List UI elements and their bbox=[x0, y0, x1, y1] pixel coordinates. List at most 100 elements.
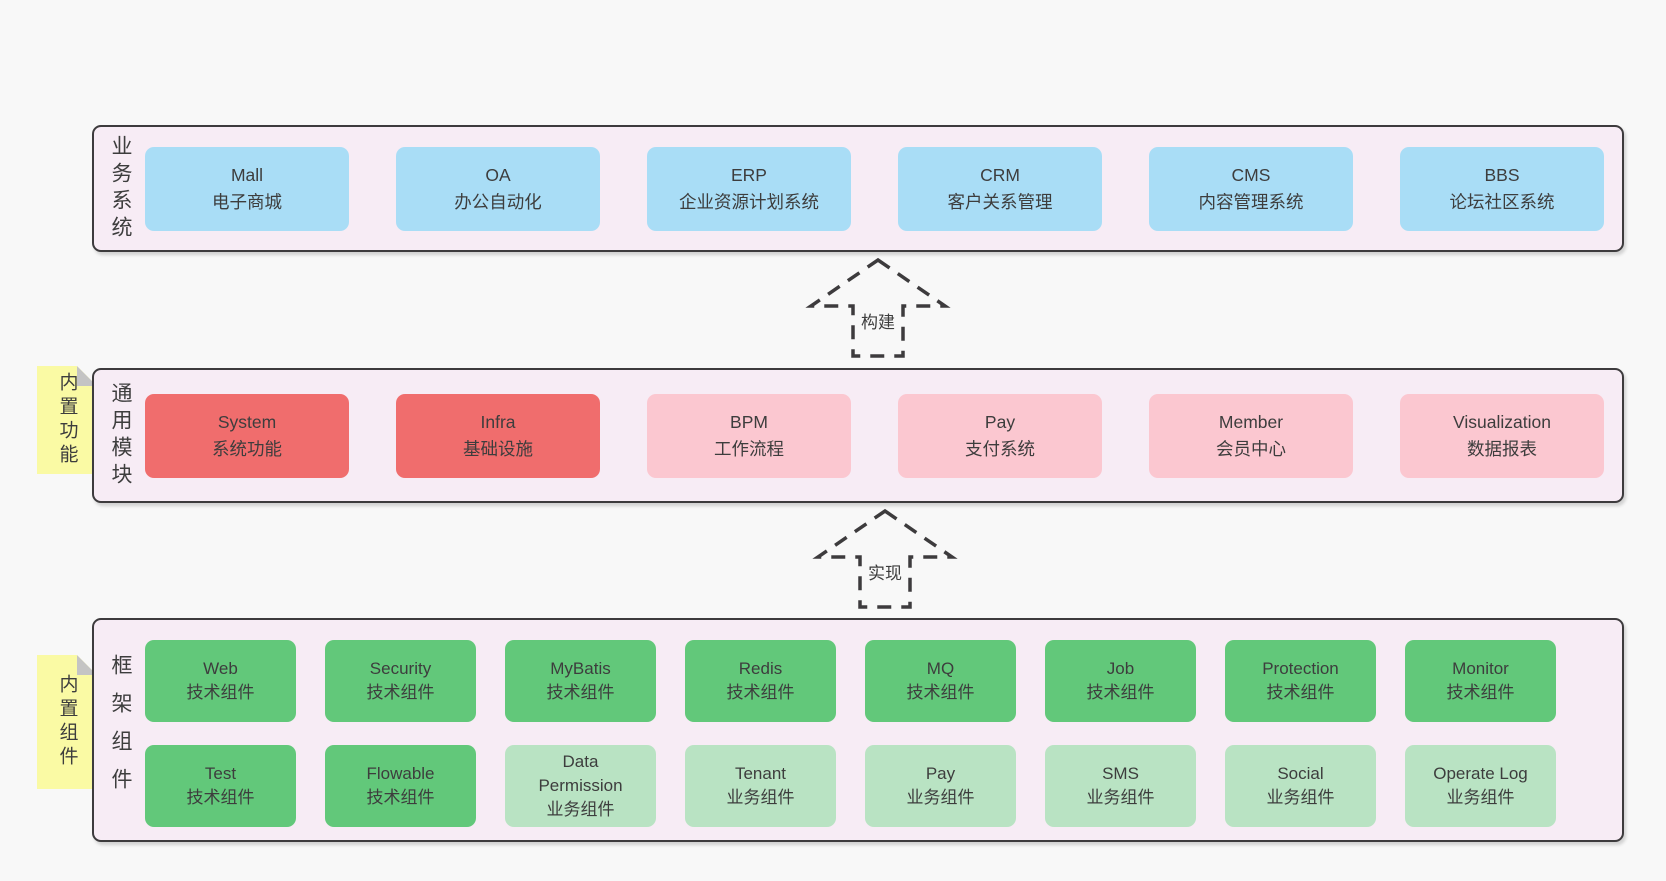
box-social: Social 业务组件 bbox=[1225, 745, 1376, 827]
box-name: Monitor bbox=[1452, 659, 1509, 678]
box-name: CRM bbox=[980, 164, 1020, 185]
arrow-build-label: 构建 bbox=[857, 308, 899, 333]
band-common-modules: 通用模块 System 系统功能 Infra 基础设施 BPM 工作流程 Pay… bbox=[92, 368, 1624, 503]
box-name: Flowable bbox=[366, 764, 435, 783]
box-name: Pay bbox=[984, 411, 1016, 432]
box-name: SMS bbox=[1102, 764, 1139, 783]
box-name: Redis bbox=[738, 659, 783, 678]
box-desc: 技术组件 bbox=[186, 683, 255, 702]
box-name: Visualization bbox=[1453, 411, 1551, 432]
framework-components-grid: Web 技术组件 Security 技术组件 MyBatis 技术组件 Redi… bbox=[145, 640, 1556, 827]
box-name: Job bbox=[1106, 659, 1135, 678]
box-name: BPM bbox=[730, 411, 768, 432]
box-tenant: Tenant 业务组件 bbox=[685, 745, 836, 827]
box-desc: 工作流程 bbox=[714, 438, 784, 459]
box-name: Mall bbox=[230, 164, 264, 185]
box-desc: 业务组件 bbox=[906, 788, 975, 807]
box-name: BBS bbox=[1484, 164, 1520, 185]
box-oa: OA 办公自动化 bbox=[396, 146, 600, 231]
box-desc: 技术组件 bbox=[186, 788, 255, 807]
box-flowable: Flowable 技术组件 bbox=[325, 745, 476, 827]
box-desc: 业务组件 bbox=[1266, 788, 1335, 807]
box-bbs: BBS 论坛社区系统 bbox=[1400, 146, 1604, 231]
common-modules-boxes: System 系统功能 Infra 基础设施 BPM 工作流程 Pay 支付系统… bbox=[145, 393, 1604, 478]
business-systems-boxes: Mall 电子商城 OA 办公自动化 ERP 企业资源计划系统 CRM 客户关系… bbox=[145, 146, 1604, 231]
box-infra: Infra 基础设施 bbox=[396, 393, 600, 478]
box-desc: 客户关系管理 bbox=[947, 191, 1053, 212]
box-desc: 技术组件 bbox=[906, 683, 975, 702]
box-sms: SMS 业务组件 bbox=[1045, 745, 1196, 827]
box-desc: 会员中心 bbox=[1216, 438, 1286, 459]
box-desc: 企业资源计划系统 bbox=[679, 191, 819, 212]
band-business-systems: 业务系统 Mall 电子商城 OA 办公自动化 ERP 企业资源计划系统 CRM… bbox=[92, 125, 1624, 252]
box-desc: 技术组件 bbox=[1266, 683, 1335, 702]
box-mq: MQ 技术组件 bbox=[865, 640, 1016, 722]
box-desc: 业务组件 bbox=[1446, 788, 1515, 807]
box-desc: 基础设施 bbox=[463, 438, 533, 459]
box-name: Operate Log bbox=[1433, 764, 1528, 783]
sticky-builtin-features-label: 内置功能 bbox=[56, 372, 78, 468]
box-name: Protection bbox=[1262, 659, 1339, 678]
box-member: Member 会员中心 bbox=[1149, 393, 1353, 478]
box-cms: CMS 内容管理系统 bbox=[1149, 146, 1353, 231]
box-desc: 内容管理系统 bbox=[1198, 191, 1304, 212]
box-web: Web 技术组件 bbox=[145, 640, 296, 722]
tech-components-row: Web 技术组件 Security 技术组件 MyBatis 技术组件 Redi… bbox=[145, 640, 1556, 722]
box-desc: 业务组件 bbox=[1086, 788, 1155, 807]
biz-components-row: Test 技术组件 Flowable 技术组件 Data Permission … bbox=[145, 745, 1556, 827]
box-bpm: BPM 工作流程 bbox=[647, 393, 851, 478]
box-desc: 业务组件 bbox=[546, 800, 615, 819]
box-name: Member bbox=[1218, 411, 1284, 432]
box-desc: 技术组件 bbox=[546, 683, 615, 702]
box-name: CMS bbox=[1231, 164, 1271, 185]
sticky-builtin-components: 内置组件 bbox=[37, 655, 97, 789]
band-business-systems-label: 业务系统 bbox=[109, 134, 132, 243]
box-name: Infra bbox=[480, 411, 516, 432]
box-name: System bbox=[217, 411, 277, 432]
box-desc: 技术组件 bbox=[726, 683, 795, 702]
box-desc: 电子商城 bbox=[212, 191, 282, 212]
box-visualization: Visualization 数据报表 bbox=[1400, 393, 1604, 478]
box-desc: 技术组件 bbox=[1446, 683, 1515, 702]
box-system: System 系统功能 bbox=[145, 393, 349, 478]
up-arrow-shape bbox=[812, 508, 958, 609]
box-name: Security bbox=[369, 659, 432, 678]
box-name: Pay bbox=[925, 764, 956, 783]
arrow-implement-label: 实现 bbox=[864, 559, 906, 584]
box-desc: 办公自动化 bbox=[454, 191, 542, 212]
band-framework-components-label: 框架组件 bbox=[109, 654, 132, 806]
box-test: Test 技术组件 bbox=[145, 745, 296, 827]
arrow-implement: 实现 bbox=[810, 507, 960, 611]
box-name: MyBatis bbox=[550, 659, 611, 678]
box-desc: 业务组件 bbox=[726, 788, 795, 807]
box-desc: 技术组件 bbox=[366, 683, 435, 702]
box-operate-log: Operate Log 业务组件 bbox=[1405, 745, 1556, 827]
box-name: Web bbox=[203, 659, 238, 678]
box-crm: CRM 客户关系管理 bbox=[898, 146, 1102, 231]
box-name: MQ bbox=[926, 659, 955, 678]
box-desc: 支付系统 bbox=[965, 438, 1035, 459]
box-mybatis: MyBatis 技术组件 bbox=[505, 640, 656, 722]
box-desc: 技术组件 bbox=[366, 788, 435, 807]
box-protection: Protection 技术组件 bbox=[1225, 640, 1376, 722]
box-security: Security 技术组件 bbox=[325, 640, 476, 722]
box-desc: 论坛社区系统 bbox=[1449, 191, 1555, 212]
sticky-builtin-features: 内置功能 bbox=[37, 366, 97, 474]
box-desc: 数据报表 bbox=[1467, 438, 1537, 459]
box-monitor: Monitor 技术组件 bbox=[1405, 640, 1556, 722]
box-name: OA bbox=[485, 164, 511, 185]
box-name: ERP bbox=[731, 164, 767, 185]
band-common-modules-label: 通用模块 bbox=[109, 381, 132, 490]
box-name: Data Permission bbox=[538, 752, 623, 795]
box-pay-component: Pay 业务组件 bbox=[865, 745, 1016, 827]
box-job: Job 技术组件 bbox=[1045, 640, 1196, 722]
box-redis: Redis 技术组件 bbox=[685, 640, 836, 722]
box-name: Tenant bbox=[734, 764, 787, 783]
up-arrow-shape bbox=[805, 257, 951, 358]
box-data-permission: Data Permission 业务组件 bbox=[505, 745, 656, 827]
box-erp: ERP 企业资源计划系统 bbox=[647, 146, 851, 231]
band-framework-components: 框架组件 Web 技术组件 Security 技术组件 MyBatis 技术组件… bbox=[92, 618, 1624, 842]
box-mall: Mall 电子商城 bbox=[145, 146, 349, 231]
box-pay-module: Pay 支付系统 bbox=[898, 393, 1102, 478]
